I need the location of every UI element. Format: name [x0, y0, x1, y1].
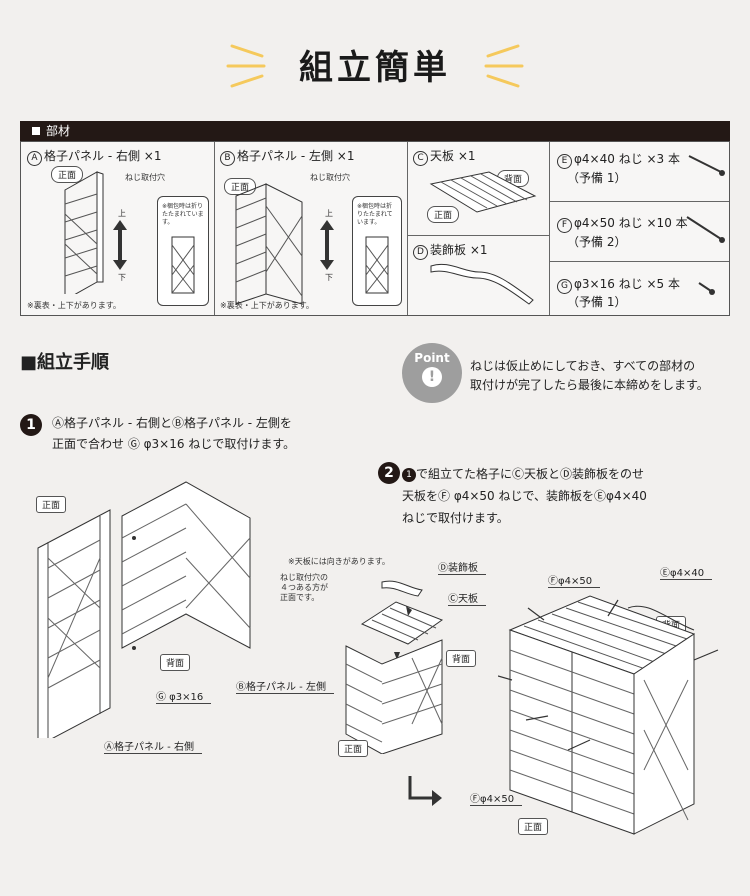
step2-note1: ※天板には向きがあります。 — [288, 557, 390, 566]
part-c-front-tag: 正面 — [427, 206, 460, 223]
step1-b-label: Ⓑ格子パネル - 左側 — [236, 678, 334, 694]
panel-left-illustration — [235, 183, 303, 305]
top-board-illustration — [429, 171, 537, 213]
step2-final-illustration — [498, 595, 719, 835]
step2-e-label: Ⓔφ4×40 — [660, 564, 713, 580]
step2-line3: ねじで取付けます。 — [402, 511, 509, 525]
folded-panel-icon — [171, 236, 195, 294]
screw-50-icon — [686, 216, 725, 243]
step2-note4: 正面です。 — [280, 593, 320, 602]
point-badge-text: Point — [414, 351, 450, 365]
step1-g-label: Ⓖ φ3×16 — [156, 688, 212, 704]
parts-header: 部材 — [20, 121, 730, 141]
title-rays-right — [484, 44, 524, 88]
part-a-note: ※裏表・上下があります。 — [27, 301, 121, 310]
up-down-arrow-icon — [113, 220, 127, 270]
decor-board-illustration — [430, 263, 534, 305]
screw-16-icon — [698, 282, 715, 295]
folded-panel-icon-b — [365, 236, 389, 294]
point-text-1: ねじは仮止めにしておき、すべての部材の — [470, 359, 696, 373]
part-cd-divider — [407, 235, 549, 236]
part-b-up: 上 — [325, 209, 333, 218]
part-a-down: 下 — [118, 273, 126, 282]
step2-ref-number: 1 — [402, 467, 416, 482]
step2-back-tag: 背面 — [446, 650, 477, 667]
step2-note3: ４つある方が — [280, 583, 328, 592]
point-badge: Point ! — [402, 343, 462, 403]
part-b-hole-label: ねじ取付穴 — [310, 173, 350, 182]
title-rays-left — [226, 44, 266, 88]
step2-line2: 天板をⒻ φ4×50 ねじで、装飾板をⒺφ4×40 — [402, 489, 647, 503]
step2-number: 2 — [378, 462, 400, 484]
panel-right-illustration — [64, 171, 104, 294]
step2-c-label: Ⓒ天板 — [448, 590, 486, 606]
step1-a-label: Ⓐ格子パネル - 右側 — [104, 738, 202, 754]
turn-arrow-icon — [408, 776, 442, 806]
step1-line1: Ⓐ格子パネル - 右側とⒷ格子パネル - 左側を — [52, 416, 292, 430]
step1-number: 1 — [20, 414, 42, 436]
part-a-fold-box: ※梱包時は折りたたまれています。 — [157, 196, 209, 306]
part-f-spare: （予備 2） — [567, 235, 627, 249]
page-title: 組立簡単 — [299, 48, 451, 88]
screw-40-icon — [688, 155, 725, 176]
step2-d-label: Ⓓ装飾板 — [438, 559, 486, 575]
part-a-front-tag: 正面 — [51, 166, 84, 183]
step2-note2: ねじ取付穴の — [280, 573, 328, 582]
step2-f-label: Ⓕφ4×50 — [548, 572, 601, 588]
assembly-heading: ■組立手順 — [20, 352, 110, 373]
step2-mid-illustration — [345, 580, 444, 754]
part-a-hole-label: ねじ取付穴 — [125, 173, 165, 182]
part-b-note: ※裏表・上下があります。 — [220, 301, 314, 310]
step1-line2: 正面で合わせ Ⓖ φ3×16 ねじで取付けます。 — [52, 437, 296, 451]
part-g-spare: （予備 1） — [567, 295, 627, 309]
step1-front-tag: 正面 — [36, 496, 67, 513]
part-b-fold-box: ※梱包時は折りたたまれています。 — [352, 196, 402, 306]
point-text-2: 取付けが完了したら最後に本締めをします。 — [470, 378, 709, 392]
part-b-fold-note: ※梱包時は折りたたまれています。 — [357, 203, 393, 226]
parts-heading: 部材 — [46, 124, 71, 138]
exclamation-icon: ! — [422, 367, 442, 387]
part-e-spare: （予備 1） — [567, 171, 627, 185]
step1-illustration — [37, 481, 251, 738]
step1-back-tag: 背面 — [160, 654, 191, 671]
step2-f-label-2: Ⓕφ4×50 — [470, 790, 523, 806]
part-a-fold-note: ※梱包時は折りたたまれています。 — [162, 203, 204, 226]
step2-front-tag: 正面 — [338, 740, 369, 757]
square-icon — [32, 126, 40, 135]
part-a-up: 上 — [118, 209, 126, 218]
step2-front-tag-2: 正面 — [518, 818, 549, 835]
part-b-down: 下 — [325, 273, 333, 282]
up-down-arrow-icon-b — [320, 220, 334, 270]
